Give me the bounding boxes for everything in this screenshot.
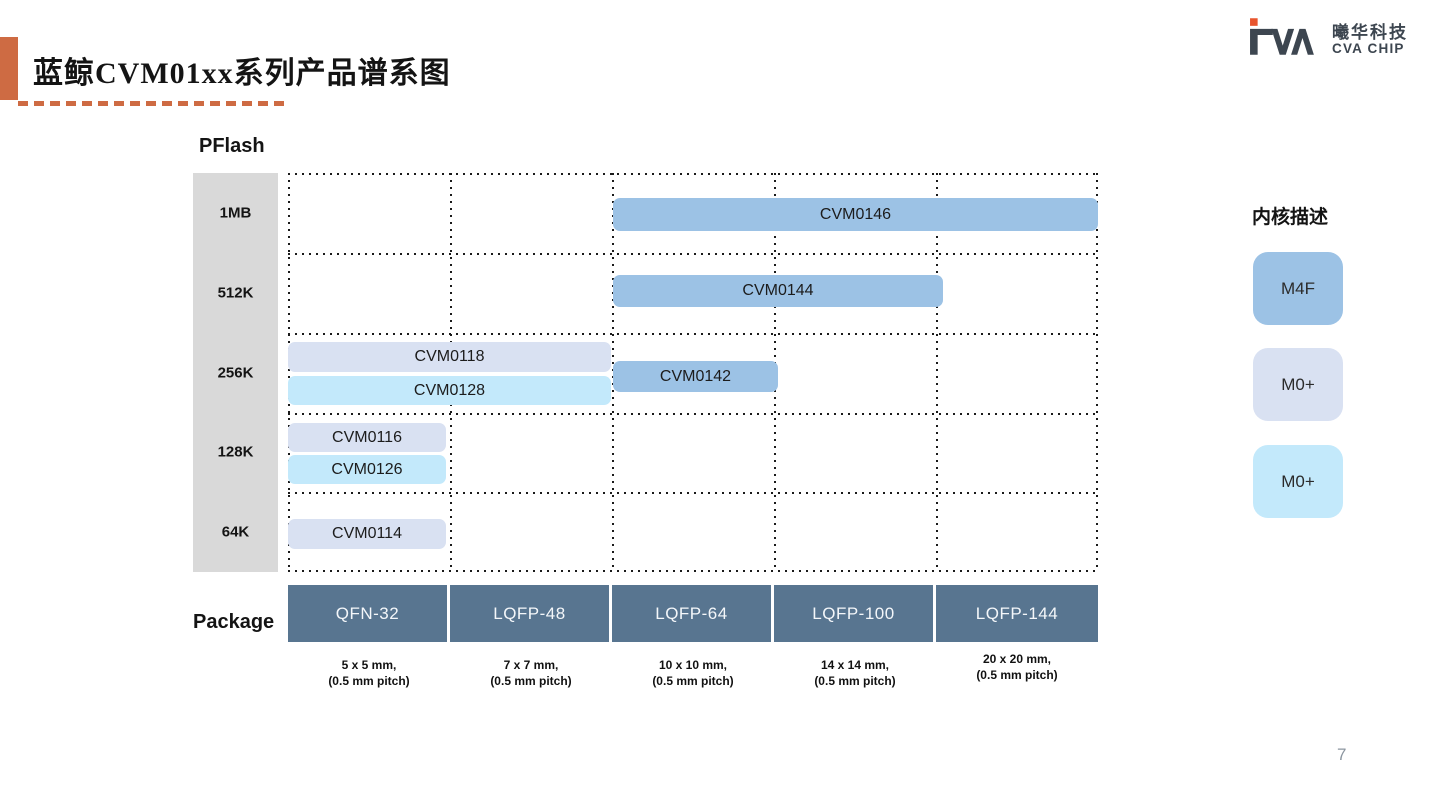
package-pitch: (0.5 mm pitch) (976, 667, 1058, 682)
grid-line (288, 173, 290, 572)
logo-company-en: CVA CHIP (1332, 41, 1405, 57)
package-label: LQFP-144 (975, 603, 1059, 623)
grid-line (288, 413, 1098, 415)
product-bar-cvm0116: CVM0116 (288, 423, 446, 452)
grid-line (450, 173, 452, 572)
grid-line (288, 333, 1098, 335)
grid-line (288, 570, 1098, 572)
package-dimensions: 20 x 20 mm, (0.5 mm pitch) (936, 652, 1098, 683)
product-label: CVM0146 (819, 205, 892, 223)
package-size: 5 x 5 mm, (341, 658, 397, 672)
product-label: CVM0142 (659, 367, 732, 385)
package-pitch: (0.5 mm pitch) (652, 673, 734, 688)
product-label: CVM0116 (332, 428, 402, 446)
flash-size-column (193, 173, 278, 572)
package-box-lqfp100: LQFP-100 (774, 585, 933, 642)
package-box-lqfp144: LQFP-144 (936, 585, 1098, 642)
product-label: CVM0128 (413, 381, 486, 399)
package-size: 14 x 14 mm, (820, 658, 890, 672)
grid-line (1096, 173, 1098, 572)
product-label: CVM0118 (414, 348, 485, 365)
product-label: CVM0114 (332, 525, 402, 542)
product-bar-cvm0128: CVM0128 (288, 376, 611, 405)
package-dimensions: 5 x 5 mm, (0.5 mm pitch) (288, 658, 450, 689)
package-box-lqfp48: LQFP-48 (450, 585, 609, 642)
title-underline (18, 101, 290, 106)
flash-row-label: 256K (217, 364, 254, 382)
flash-row-label: 64K (221, 523, 250, 541)
package-size: 7 x 7 mm, (503, 658, 559, 672)
package-label: LQFP-48 (493, 603, 566, 623)
product-bar-cvm0126: CVM0126 (288, 455, 446, 484)
package-label: LQFP-64 (655, 603, 728, 623)
page-title: 蓝鲸CVM01xx系列产品谱系图 (33, 57, 451, 90)
legend-label: M4F (1281, 278, 1315, 298)
package-pitch: (0.5 mm pitch) (328, 673, 410, 688)
product-label: CVM0144 (742, 282, 814, 299)
package-dimensions: 14 x 14 mm, (0.5 mm pitch) (774, 658, 936, 689)
grid-line (936, 173, 938, 572)
legend-title: 内核描述 (1252, 207, 1329, 228)
product-label: CVM0126 (331, 460, 403, 478)
cva-logo-icon (1247, 13, 1323, 68)
company-logo: 曦华科技 CVA CHIP (1247, 13, 1408, 68)
flash-row-label: 512K (217, 284, 254, 302)
package-dimensions: 7 x 7 mm, (0.5 mm pitch) (450, 658, 612, 689)
title-accent-bar (0, 37, 18, 100)
x-axis-title: Package (193, 611, 275, 633)
package-label: LQFP-100 (812, 603, 895, 623)
product-bar-cvm0144: CVM0144 (613, 275, 943, 307)
package-label: QFN-32 (335, 603, 400, 623)
product-bar-cvm0142: CVM0142 (613, 361, 778, 392)
grid-line (288, 492, 1098, 494)
legend-item-m0plus-2: M0+ (1253, 445, 1343, 518)
legend-label: M0+ (1281, 471, 1315, 491)
legend-label: M0+ (1281, 374, 1315, 394)
product-bar-cvm0146: CVM0146 (613, 198, 1098, 231)
page-number: 7 (1337, 745, 1347, 764)
grid-line (288, 173, 1098, 175)
package-pitch: (0.5 mm pitch) (490, 673, 572, 688)
package-pitch: (0.5 mm pitch) (814, 673, 896, 688)
grid-line (288, 253, 1098, 255)
flash-row-label: 1MB (219, 204, 252, 222)
legend-item-m0plus-1: M0+ (1253, 348, 1343, 421)
package-size: 10 x 10 mm, (658, 658, 728, 672)
product-bar-cvm0114: CVM0114 (288, 519, 446, 549)
logo-company-cn: 曦华科技 (1332, 22, 1408, 42)
logo-text: 曦华科技 CVA CHIP (1332, 22, 1408, 58)
product-bar-cvm0118: CVM0118 (288, 342, 611, 372)
package-dimensions: 10 x 10 mm, (0.5 mm pitch) (612, 658, 774, 689)
legend-item-m4f: M4F (1253, 252, 1343, 325)
package-box-lqfp64: LQFP-64 (612, 585, 771, 642)
package-box-qfn32: QFN-32 (288, 585, 447, 642)
y-axis-title: PFlash (199, 135, 265, 157)
flash-row-label: 128K (217, 443, 254, 461)
package-size: 20 x 20 mm, (982, 652, 1052, 666)
